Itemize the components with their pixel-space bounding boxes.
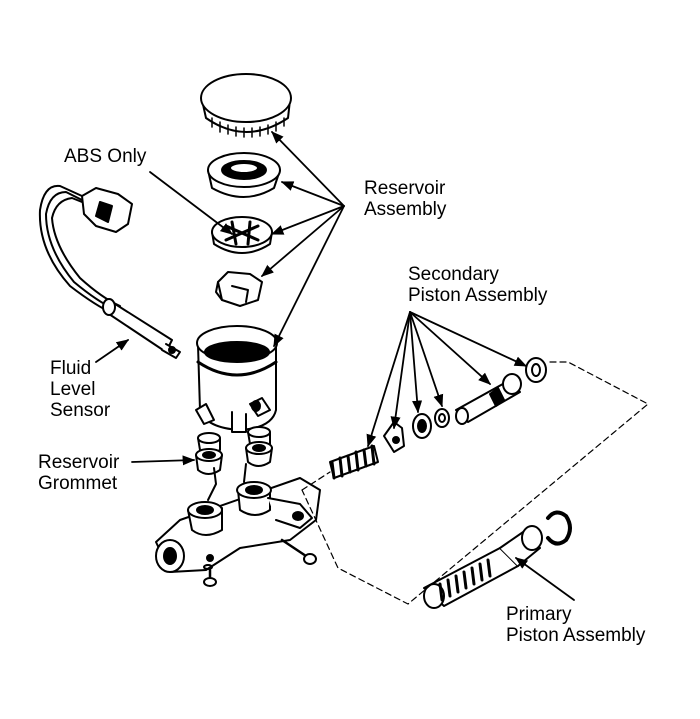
secondary-seal [412, 413, 432, 439]
mounting-screws [203, 538, 317, 587]
reservoir-cap [200, 73, 292, 138]
reservoir-grommets [195, 426, 273, 475]
primary-piston [423, 525, 543, 609]
leader-lines [95, 131, 575, 601]
label-line: Level [50, 379, 96, 400]
master-cylinder-body [155, 463, 321, 573]
label-line: Grommet [38, 473, 118, 494]
label-line: Assembly [364, 199, 447, 220]
primary-piston-parts [423, 510, 572, 609]
label-primary-piston-assembly: Primary Piston Assembly [506, 604, 645, 646]
secondary-cup-seal [525, 357, 547, 383]
label-abs-only: ABS Only [64, 146, 147, 167]
label-secondary-piston-assembly: Secondary Piston Assembly [408, 264, 547, 306]
abs-baffle-plate [211, 216, 273, 254]
label-line: Fluid [50, 358, 92, 379]
reservoir-body [195, 325, 278, 433]
reservoir-clip [215, 271, 263, 307]
label-line: Reservoir [38, 452, 120, 473]
secondary-spring [329, 444, 379, 480]
label-line: Reservoir [364, 178, 446, 199]
label-line: Piston Assembly [506, 625, 646, 646]
label-reservoir-assembly: Reservoir Assembly [364, 178, 446, 220]
fluid-level-sensor [38, 184, 181, 359]
label-line: Secondary [408, 264, 499, 285]
secondary-piston [455, 373, 522, 425]
cap-diaphragm [207, 152, 281, 198]
label-fluid-level-sensor: Fluid Level Sensor [50, 358, 110, 421]
label-line: Sensor [50, 400, 111, 421]
secondary-washer [434, 408, 450, 428]
label-line: Piston Assembly [408, 285, 548, 306]
snap-ring [546, 510, 572, 546]
label-line: Primary [506, 604, 572, 625]
secondary-piston-parts [329, 357, 547, 480]
label-reservoir-grommet: Reservoir Grommet [38, 452, 119, 494]
assembly-guide-lines [301, 361, 649, 605]
